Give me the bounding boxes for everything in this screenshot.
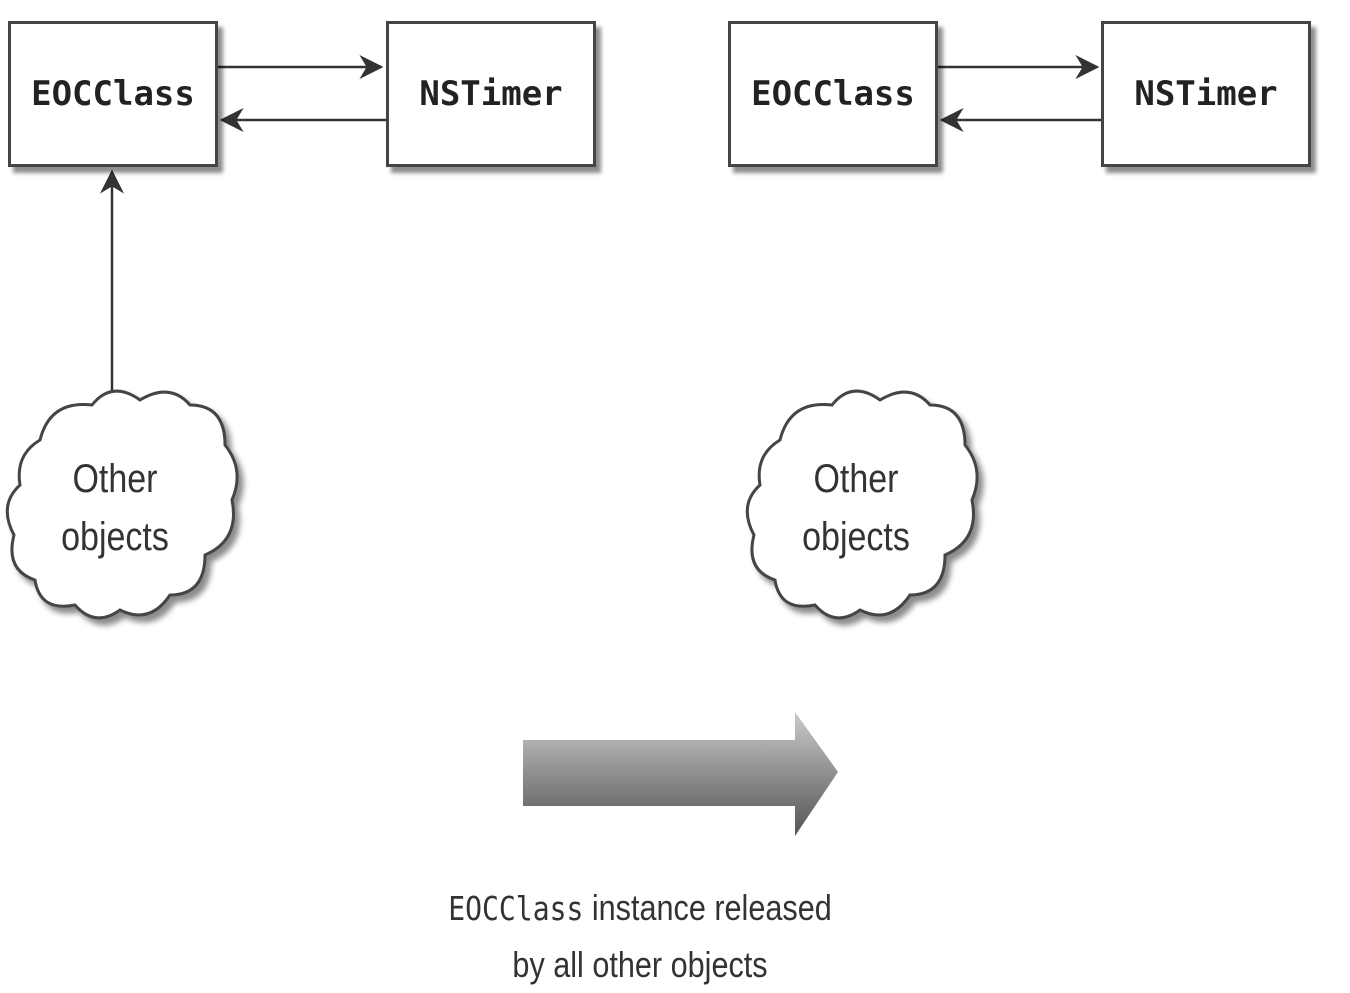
right-nstimer-label: NSTimer (1134, 74, 1278, 114)
left-cloud-text: Other objects (34, 450, 196, 566)
caption-code: EOCClass (448, 889, 584, 928)
caption-line1: EOCClass instance released (419, 880, 861, 937)
right-cloud-shape (745, 389, 979, 620)
right-cloud-text: Other objects (775, 450, 937, 566)
right-cloud-line1: Other (813, 457, 899, 501)
left-nstimer-label: NSTimer (419, 74, 563, 114)
transition-caption: EOCClass instance released by all other … (419, 880, 861, 993)
right-nstimer-box: NSTimer (1101, 21, 1311, 167)
left-eocclass-label: EOCClass (31, 74, 195, 114)
left-cloud-line2: objects (61, 515, 169, 559)
caption-line1-rest: instance released (583, 887, 832, 928)
right-cloud-line2: objects (802, 515, 910, 559)
right-eocclass-label: EOCClass (751, 74, 915, 114)
caption-line2: by all other objects (512, 944, 768, 985)
right-eocclass-box: EOCClass (728, 21, 938, 167)
left-cloud-line1: Other (72, 457, 158, 501)
left-nstimer-box: NSTimer (386, 21, 596, 167)
left-eocclass-box: EOCClass (8, 21, 218, 167)
transition-arrow-icon (523, 712, 838, 836)
left-cloud-shape (5, 389, 239, 620)
